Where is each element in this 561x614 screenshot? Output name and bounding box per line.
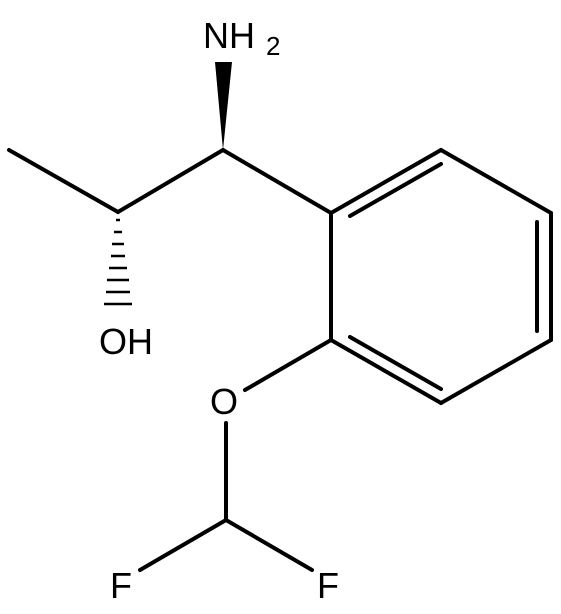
bond-ring-to-oxygen — [243, 338, 333, 392]
ether-oxygen-label: O — [210, 381, 238, 422]
bond-carbon-to-f-right — [224, 518, 314, 572]
side-chain — [7, 62, 333, 306]
ring-bond-c5-c6 — [329, 338, 443, 405]
bond-c-alpha-to-c-beta — [116, 148, 225, 214]
hydroxyl-label: OH — [99, 321, 153, 362]
hashed-bond-hydroxyl — [104, 218, 132, 306]
difluoromethoxy-group — [138, 338, 333, 572]
bond-ring-to-c-alpha — [221, 148, 333, 215]
fluorine-right-label: F — [317, 565, 339, 606]
bond-carbon-to-f-left — [138, 518, 228, 572]
ring-bond-c2-c3 — [439, 148, 553, 215]
wedge-bond-amine — [215, 62, 232, 150]
fluorine-left-label: F — [110, 565, 132, 606]
amine-label: NH 2 — [203, 15, 280, 61]
ring-bond-c4-c5 — [439, 338, 553, 405]
bond-c-beta-to-methyl — [7, 148, 120, 214]
ring-bond-c1-c2 — [329, 148, 443, 215]
ring-double-bond-inner-3 — [348, 335, 443, 391]
ring-double-bond-inner-1 — [348, 162, 443, 218]
amine-subscript: 2 — [266, 31, 280, 61]
amine-text: NH — [203, 15, 255, 56]
benzene-ring — [329, 148, 553, 405]
